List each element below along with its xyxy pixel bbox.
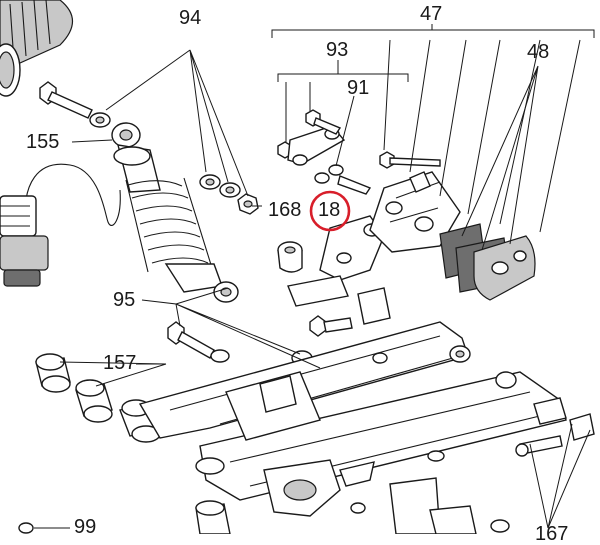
- callout-95: 95: [113, 289, 136, 311]
- rear-shock-absorber: [111, 122, 239, 303]
- shock-washers: [199, 174, 259, 215]
- callout-94: 94: [179, 7, 202, 29]
- exploded-parts-diagram: [0, 0, 595, 534]
- swingarm: [138, 321, 595, 517]
- bottom-parts: [18, 450, 510, 534]
- bushings: [35, 353, 161, 443]
- callout-93: 93: [326, 39, 349, 61]
- caliper-bracket: [277, 215, 391, 337]
- callout-48: 48: [527, 41, 550, 63]
- sensor-cable: [0, 163, 121, 287]
- highlight-circle: [309, 190, 351, 232]
- leader-lines: [34, 24, 595, 529]
- brake-caliper: [277, 109, 461, 253]
- callout-157: 157: [103, 352, 137, 374]
- callout-99: 99: [74, 516, 97, 538]
- callout-167: 167: [535, 523, 569, 545]
- callout-168: 168: [268, 199, 302, 221]
- callout-47: 47: [420, 3, 443, 25]
- callout-155: 155: [26, 131, 60, 153]
- top-bolt: [39, 81, 111, 128]
- callout-18: 18: [318, 199, 341, 221]
- callout-91: 91: [347, 77, 370, 99]
- handlebar-grip: [0, 0, 74, 97]
- brake-pads: [439, 223, 536, 301]
